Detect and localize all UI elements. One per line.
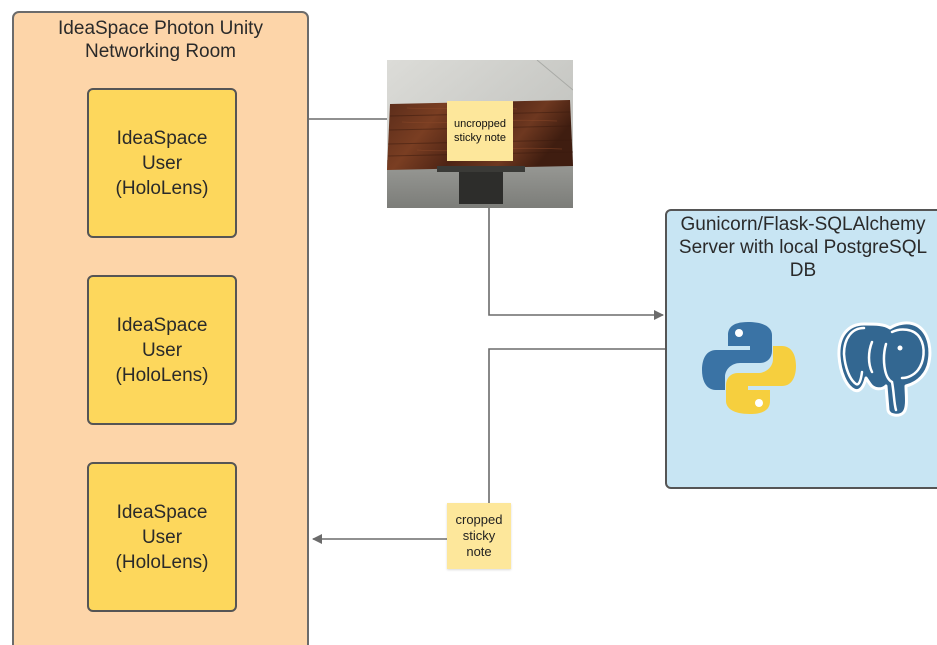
note-label: sticky: [462, 528, 496, 543]
postgresql-elephant-icon: [837, 321, 932, 417]
user-label: IdeaSpace: [116, 314, 208, 336]
user-label: IdeaSpace: [116, 501, 208, 523]
user-label: User: [141, 526, 183, 548]
note-label: sticky note: [454, 132, 506, 144]
connector-server-to-note: [488, 348, 665, 503]
user-box-2: IdeaSpace User (HoloLens): [87, 275, 237, 425]
server-title-line: Gunicorn/Flask-SQLAlchemy: [680, 214, 926, 235]
user-label: (HoloLens): [115, 177, 209, 199]
flask-server-box: Gunicorn/Flask-SQLAlchemy Server with lo…: [665, 209, 937, 489]
user-label: (HoloLens): [115, 364, 209, 386]
room-title: IdeaSpace Photon Unity Networking Room: [14, 17, 307, 63]
note-label: cropped: [455, 512, 503, 527]
user-label: User: [141, 152, 183, 174]
note-label: note: [466, 544, 492, 559]
user-label: IdeaSpace: [116, 127, 208, 149]
user-box-3: IdeaSpace User (HoloLens): [87, 462, 237, 612]
note-label: uncropped: [454, 118, 506, 130]
server-title-line: Server with local PostgreSQL: [678, 237, 928, 258]
user-label: User: [141, 339, 183, 361]
python-logo-icon: [702, 322, 796, 414]
user-box-1: IdeaSpace User (HoloLens): [87, 88, 237, 238]
server-title-line: DB: [789, 260, 817, 281]
connector-photo-to-server: [488, 208, 664, 320]
cropped-sticky-note: cropped sticky note: [447, 503, 511, 569]
photon-networking-room: IdeaSpace Photon Unity Networking Room I…: [12, 11, 309, 645]
room-title-line: Networking Room: [85, 41, 236, 62]
uncropped-sticky-note: uncropped sticky note: [447, 101, 513, 161]
room-title-line: IdeaSpace Photon Unity: [58, 18, 263, 39]
user-label: (HoloLens): [115, 551, 209, 573]
server-title: Gunicorn/Flask-SQLAlchemy Server with lo…: [667, 213, 937, 282]
